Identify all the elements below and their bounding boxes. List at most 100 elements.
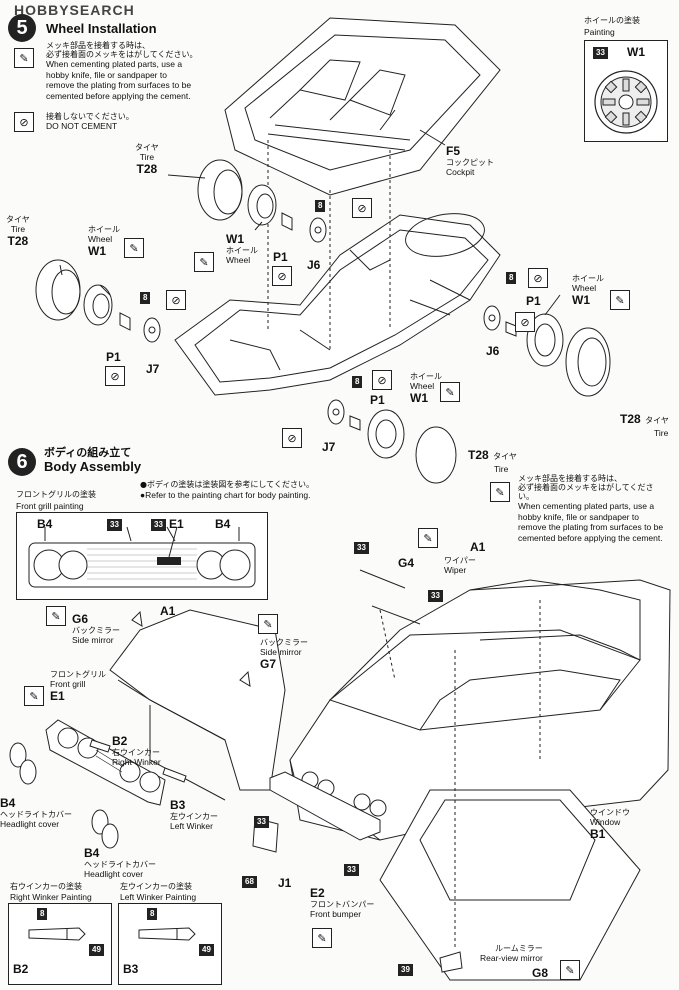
tire-part: T28 bbox=[136, 162, 158, 176]
wheel-paint-drawing bbox=[594, 70, 658, 134]
wheel-part: W1 bbox=[88, 244, 106, 258]
a1-label-right: A1 bbox=[470, 540, 486, 554]
front-grill-label: フロントグリル Front grill E1 bbox=[50, 670, 106, 703]
grill-paint-box: B4 33 33 E1 B4 bbox=[16, 512, 268, 600]
tire-jp: タイヤ bbox=[6, 215, 30, 224]
note-en-3: remove the plating from surfaces to be bbox=[46, 80, 192, 90]
tire-label-front-right: T28 タイヤ Tire bbox=[620, 410, 669, 438]
right-winker-en: Right Winker bbox=[112, 757, 161, 767]
g7-part: G7 bbox=[260, 657, 277, 671]
g4-label: G4 bbox=[398, 556, 414, 570]
wheel-en: Wheel bbox=[226, 255, 251, 265]
a1-label-left: A1 bbox=[160, 604, 176, 618]
code-33-wiper-top: 33 bbox=[354, 542, 369, 554]
watermark: HOBBYSEARCH bbox=[14, 2, 135, 18]
side-mirror-jp: バックミラー bbox=[72, 626, 120, 635]
no-cement-icon: ⊘ bbox=[166, 290, 186, 310]
front-bumper-jp: フロントバンパー bbox=[310, 900, 375, 909]
wheel-part: W1 bbox=[410, 391, 428, 405]
wheel-label-front-left: W1 ホイール Wheel bbox=[226, 232, 258, 265]
wheel-jp: ホイール bbox=[572, 274, 604, 283]
grill-label-33-b: 33 bbox=[151, 519, 166, 531]
p1-label: P1 bbox=[106, 350, 121, 364]
no-cement-icon: ⊘ bbox=[352, 198, 372, 218]
lw-b3: B3 bbox=[123, 962, 139, 976]
cement-icon: ✎ bbox=[560, 960, 580, 980]
code-68-badge: 68 bbox=[242, 876, 257, 888]
wheel-part: W1 bbox=[572, 293, 590, 307]
b2-part: B2 bbox=[112, 734, 128, 748]
step-6-title: ボディの組み立て Body Assembly bbox=[44, 446, 141, 474]
note-en-1: When cementing plated parts, use a bbox=[518, 501, 655, 511]
b1-part: B1 bbox=[590, 827, 606, 841]
wheel-part: W1 bbox=[226, 232, 244, 246]
b4-part: B4 bbox=[0, 796, 16, 810]
lw-paint-jp: 左ウインカーの塗装 bbox=[120, 882, 192, 891]
rw-code-49: 49 bbox=[89, 944, 104, 956]
cockpit-part: F5 bbox=[446, 144, 461, 158]
wheel-paint-code: 33 bbox=[593, 47, 608, 59]
no-cement-icon: ⊘ bbox=[14, 112, 34, 132]
note-jp-1: メッキ部品を接着する時は、 bbox=[518, 474, 622, 483]
note-en-4: cemented before applying the cement. bbox=[518, 532, 663, 543]
tire-jp: タイヤ bbox=[645, 416, 669, 425]
no-cement-jp: 接着しないでください。 bbox=[46, 112, 134, 121]
rw-b2: B2 bbox=[13, 962, 29, 976]
headlight-label-left: B4 ヘッドライトカバー Headlight cover bbox=[0, 796, 72, 829]
cement-icon: ✎ bbox=[258, 614, 278, 634]
no-cement-icon: ⊘ bbox=[272, 266, 292, 286]
tire-part: T28 bbox=[468, 448, 489, 462]
lw-code-8: 8 bbox=[147, 908, 158, 920]
wheel-en: Wheel bbox=[410, 381, 435, 391]
rw-paint-box: 8 49 B2 bbox=[8, 903, 112, 985]
front-grill-en: Front grill bbox=[50, 679, 86, 689]
cockpit-en: Cockpit bbox=[446, 167, 475, 177]
rear-mirror-jp: ルームミラー bbox=[495, 944, 543, 953]
tire-label-rear-right: T28 タイヤ Tire bbox=[468, 446, 517, 474]
j6-label: J6 bbox=[307, 258, 321, 272]
j7-label: J7 bbox=[322, 440, 336, 454]
right-winker-drawing bbox=[28, 927, 86, 941]
g7-label: バックミラー Side mirror G7 bbox=[260, 638, 308, 671]
j1-label: J1 bbox=[278, 876, 292, 890]
cement-note: メッキ部品を接着する時は、 必ず接着面のメッキをはがしてください。 When c… bbox=[46, 41, 206, 101]
code-33-bumper-left: 33 bbox=[254, 816, 269, 828]
cement-icon: ✎ bbox=[194, 252, 214, 272]
right-winker-label: B2 右ウインカー Right Winker bbox=[112, 734, 161, 767]
no-cement-icon: ⊘ bbox=[515, 312, 535, 332]
tire-en: Tire bbox=[10, 224, 26, 234]
cement-icon: ✎ bbox=[14, 48, 34, 68]
paint-note-en: ●Refer to the painting chart for body pa… bbox=[140, 490, 311, 500]
tire-part: T28 bbox=[7, 234, 29, 248]
rw-code-8: 8 bbox=[37, 908, 48, 920]
code-33-wiper-bottom: 33 bbox=[428, 590, 443, 602]
j6-label: J6 bbox=[486, 344, 500, 358]
wheel-jp: ホイール bbox=[410, 372, 442, 381]
code-8-badge: 8 bbox=[315, 200, 326, 212]
step-6-drawing bbox=[9, 569, 671, 981]
wiper-jp: ワイパー bbox=[444, 556, 476, 565]
wiper-label: ワイパー Wiper bbox=[444, 556, 476, 575]
grill-drawing bbox=[28, 526, 256, 588]
lw-code-49: 49 bbox=[199, 944, 214, 956]
wheel-paint-en: Painting bbox=[584, 27, 615, 37]
tire-label-rear-left: タイヤ Tire T28 bbox=[6, 215, 30, 248]
rw-paint-jp: 右ウインカーの塗装 bbox=[10, 882, 82, 891]
grill-label-b4-right: B4 bbox=[215, 517, 231, 531]
front-bumper-en: Front bumper bbox=[310, 909, 362, 919]
tire-en: Tire bbox=[654, 428, 669, 438]
left-winker-en: Left Winker bbox=[170, 821, 213, 831]
step-5-number: 5 bbox=[8, 14, 36, 42]
grill-paint-en: Front grill painting bbox=[16, 501, 84, 511]
tire-part: T28 bbox=[620, 412, 641, 426]
wheel-paint-box: 33 W1 bbox=[584, 40, 668, 142]
cement-icon: ✎ bbox=[610, 290, 630, 310]
lw-paint-box: 8 49 B3 bbox=[118, 903, 222, 985]
g4-part: G4 bbox=[398, 556, 415, 570]
wheel-label-rear-right: ホイール Wheel W1 bbox=[410, 372, 442, 405]
wheel-jp: ホイール bbox=[226, 246, 258, 255]
rear-mirror-label: ルームミラー Rear-view mirror bbox=[480, 944, 543, 963]
lw-paint-en: Left Winker Painting bbox=[120, 892, 197, 902]
g6-part: G6 bbox=[72, 612, 89, 626]
